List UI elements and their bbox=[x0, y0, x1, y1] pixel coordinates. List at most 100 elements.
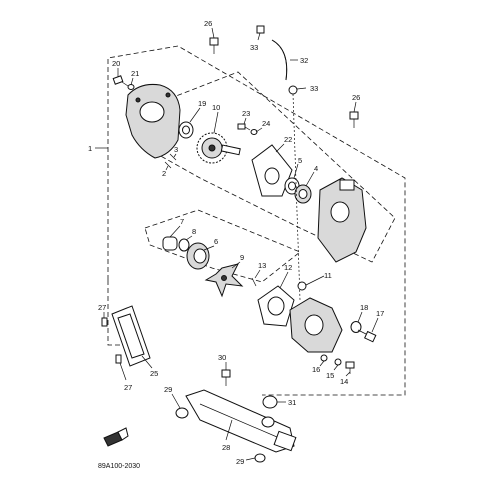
leader-23 bbox=[243, 117, 247, 125]
impeller-gear-10 bbox=[196, 132, 241, 164]
bolt-26-right bbox=[349, 111, 359, 128]
bolt-20 bbox=[112, 75, 129, 87]
callout-20: 20 bbox=[112, 59, 120, 68]
gasket-12-hole bbox=[267, 296, 285, 316]
pump-body-bore bbox=[304, 314, 324, 336]
callout-17: 17 bbox=[376, 309, 384, 318]
callout-5: 5 bbox=[298, 156, 302, 165]
leader-15 bbox=[333, 364, 339, 371]
leader-22 bbox=[275, 143, 285, 153]
callout-33-top: 33 bbox=[250, 43, 258, 52]
leader-12 bbox=[279, 271, 289, 289]
leader-21 bbox=[130, 77, 134, 86]
leader-2 bbox=[165, 165, 169, 171]
o-ring-29-right bbox=[254, 453, 266, 463]
callout-19: 19 bbox=[198, 99, 206, 108]
callout-14: 14 bbox=[340, 377, 348, 386]
washer-15 bbox=[334, 358, 342, 366]
callout-30: 30 bbox=[218, 353, 226, 362]
front-direction-marker bbox=[103, 427, 129, 447]
leader-24 bbox=[255, 127, 263, 133]
bolt-23 bbox=[237, 123, 251, 131]
leader-8 bbox=[185, 235, 193, 241]
lower-subassembly-boundary bbox=[144, 209, 301, 283]
cover-bolt-hole bbox=[135, 97, 141, 103]
leader-29a bbox=[171, 393, 181, 409]
callout-24: 24 bbox=[262, 119, 270, 128]
leader-33a bbox=[257, 32, 261, 41]
cover-bolt-hole-2 bbox=[165, 92, 171, 98]
housing-boss bbox=[339, 179, 355, 191]
callout-27-lower: 27 bbox=[124, 383, 132, 392]
washer-24 bbox=[250, 129, 258, 135]
leader-16 bbox=[319, 360, 325, 367]
collar-7 bbox=[162, 236, 178, 251]
leader-19 bbox=[189, 107, 201, 123]
bolt-14 bbox=[345, 361, 355, 374]
callout-31: 31 bbox=[288, 398, 296, 407]
bolt-17 bbox=[357, 329, 377, 343]
washer-18 bbox=[350, 321, 362, 333]
callout-8: 8 bbox=[192, 227, 196, 236]
assembly-boundary-line bbox=[107, 45, 406, 396]
leader-13 bbox=[254, 269, 261, 279]
water-pipe-28 bbox=[185, 389, 297, 453]
bolt-26-top bbox=[209, 37, 219, 54]
dowel-27-upper bbox=[101, 317, 108, 327]
diagram-code: 89A100-2030 bbox=[98, 463, 140, 470]
gasket-boundary-line bbox=[107, 280, 128, 346]
leader-25 bbox=[141, 355, 153, 369]
plug-11 bbox=[297, 281, 307, 291]
gasket-25 bbox=[111, 305, 151, 367]
leader-9 bbox=[231, 261, 241, 269]
leader-3 bbox=[173, 153, 177, 158]
leader-4 bbox=[305, 171, 315, 187]
pin-13 bbox=[251, 277, 257, 287]
pin-2 bbox=[164, 161, 172, 169]
callout-2: 2 bbox=[162, 169, 166, 178]
callout-33-right: 33 bbox=[310, 84, 318, 93]
dowel-27-lower bbox=[115, 354, 122, 364]
callout-10: 10 bbox=[212, 103, 220, 112]
leader-10 bbox=[213, 111, 219, 134]
leader-26b bbox=[353, 101, 357, 113]
leader-27b bbox=[119, 362, 127, 381]
callout-11: 11 bbox=[324, 271, 332, 280]
callout-28: 28 bbox=[222, 443, 230, 452]
leader-18 bbox=[357, 311, 363, 323]
cover-bore bbox=[139, 101, 165, 123]
callout-4: 4 bbox=[314, 164, 318, 173]
callout-12: 12 bbox=[284, 263, 292, 272]
callout-6: 6 bbox=[214, 237, 218, 246]
callout-32: 32 bbox=[300, 56, 308, 65]
leader-5 bbox=[293, 163, 299, 179]
callout-26-right: 26 bbox=[352, 93, 360, 102]
callout-29-left: 29 bbox=[164, 385, 172, 394]
o-ring-29-left bbox=[175, 407, 189, 419]
leader-6 bbox=[203, 245, 215, 251]
callout-18: 18 bbox=[360, 303, 368, 312]
washer-16 bbox=[320, 354, 328, 362]
bolt-30 bbox=[221, 369, 231, 386]
impeller-9 bbox=[204, 263, 244, 298]
bearing-4 bbox=[294, 184, 312, 204]
leader-11 bbox=[305, 275, 325, 286]
clamp-33-top bbox=[256, 25, 265, 34]
callout-15: 15 bbox=[326, 371, 334, 380]
callout-29-right: 29 bbox=[236, 457, 244, 466]
leader-7 bbox=[169, 225, 181, 238]
callout-1: 1 bbox=[88, 144, 92, 153]
callout-21: 21 bbox=[131, 69, 139, 78]
bearing-19 bbox=[178, 121, 194, 139]
seal-6 bbox=[186, 242, 210, 270]
callout-9: 9 bbox=[240, 253, 244, 262]
leader-17 bbox=[371, 317, 379, 333]
washer-21 bbox=[127, 84, 135, 90]
callout-22: 22 bbox=[284, 135, 292, 144]
callout-13: 13 bbox=[258, 261, 266, 270]
leader-29b bbox=[245, 457, 256, 461]
callout-16: 16 bbox=[312, 365, 320, 374]
washer-8 bbox=[178, 238, 190, 252]
pin-3 bbox=[169, 153, 177, 161]
housing-bore bbox=[330, 201, 350, 223]
